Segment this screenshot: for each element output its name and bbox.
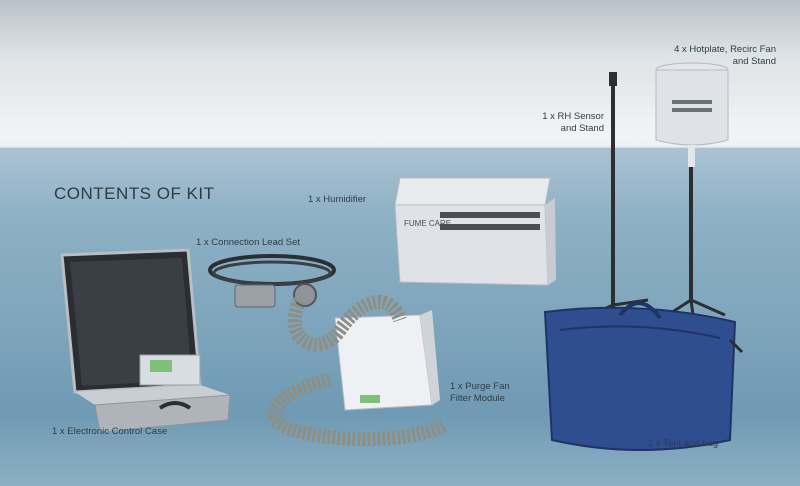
horizon-line xyxy=(0,148,800,150)
label-rh-sensor-line1: 1 x RH Sensor xyxy=(542,111,604,122)
label-control-case: 1 x Electronic Control Case xyxy=(52,426,168,437)
page-title: CONTENTS OF KIT xyxy=(54,184,215,203)
label-purge-fan-line1: 1 x Purge Fan xyxy=(450,381,510,392)
label-rh-sensor: 1 x RH Sensor and Stand xyxy=(524,111,604,135)
control-case-image xyxy=(60,248,231,433)
purge-fan-image xyxy=(267,294,449,447)
label-connection-lead: 1 x Connection Lead Set xyxy=(196,237,301,248)
label-rh-sensor-line2: and Stand xyxy=(560,123,604,134)
label-hotplate-line2: and Stand xyxy=(732,56,776,67)
label-purge-fan: 1 x Purge Fan Filter Module xyxy=(450,381,510,405)
label-hotplate: 4 x Hotplate, Recirc Fan and Stand xyxy=(660,44,776,68)
label-purge-fan-line2: Filter Module xyxy=(450,393,505,404)
label-humidifier: 1 x Humidifier xyxy=(308,194,367,205)
humidifier-image: FUME CARE xyxy=(394,177,556,286)
humidifier-brand: FUME CARE xyxy=(404,219,451,228)
tent-bag-image xyxy=(543,301,744,451)
connection-lead-image xyxy=(208,254,336,308)
hotplate-image xyxy=(655,62,729,331)
label-tent-bag: 1 x Tent and bag xyxy=(648,438,719,449)
label-hotplate-line1: 4 x Hotplate, Recirc Fan xyxy=(674,44,776,55)
